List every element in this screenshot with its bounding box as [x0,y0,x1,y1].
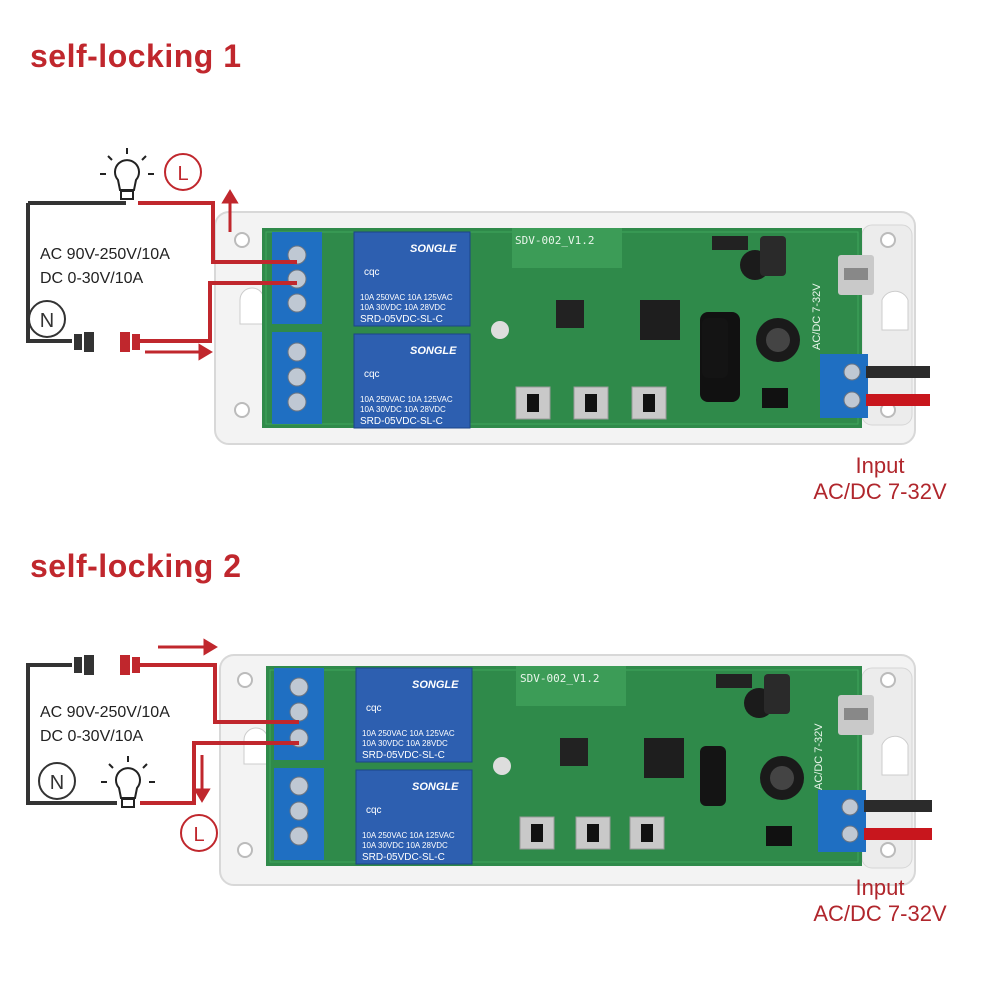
board-power-marking: AC/DC 7-32V [813,723,825,790]
relay-cert: cqc [366,805,382,816]
relay-spec-1: 10A 250VAC 10A 125VAC [360,293,453,302]
relay-cert: cqc [364,369,380,380]
load-wiring [26,663,299,805]
light-bulb-icon [100,148,154,200]
live-label: L [177,163,188,185]
relay-terminal-2 [274,768,324,860]
ratings-dc: DC 0-30V/10A [40,270,144,287]
neutral-label: N [40,310,54,332]
relay-cert: cqc [366,703,382,714]
relay-2: SONGLE cqc 10A 250VAC 10A 125VAC 10A 30V… [355,769,473,865]
section-title: self-locking 1 [30,38,242,74]
section-title: self-locking 2 [30,548,242,584]
input-label-line2: AC/DC 7-32V [813,479,947,504]
ratings-ac: AC 90V-250V/10A [40,704,170,721]
dc-connector-neutral [74,655,94,675]
relay-terminal-1 [272,232,322,324]
relay-cert: cqc [364,267,380,278]
power-input-wires [864,800,932,840]
wiring-diagram: SDV-002_V1.2 AC/DC 7-32V [26,148,930,445]
neutral-symbol-icon: N [28,300,66,338]
input-label-line1: Input [855,453,905,478]
light-bulb-icon [101,756,155,808]
dc-connector-live [120,332,140,352]
relay-spec-2: 10A 30VDC 10A 28VDC [362,739,448,748]
input-label-line1: Input [855,875,905,900]
section-self-locking-1: self-locking 1 [26,38,947,504]
relay-spec-2: 10A 30VDC 10A 28VDC [360,405,446,414]
tactile-buttons [519,816,665,850]
board-power-marking: AC/DC 7-32V [811,283,823,350]
relay-terminal-1 [274,668,324,760]
load-wiring [26,201,297,343]
live-symbol-icon: L [164,153,202,191]
load-ratings: AC 90V-250V/10A DC 0-30V/10A [40,243,170,291]
relay-spec-1: 10A 250VAC 10A 125VAC [360,395,453,404]
power-terminal [820,354,868,418]
relay-spec-1: 10A 250VAC 10A 125VAC [362,729,455,738]
ratings-ac: AC 90V-250V/10A [40,246,170,263]
input-label: Input AC/DC 7-32V [790,453,970,505]
relay-spec-2: 10A 30VDC 10A 28VDC [360,303,446,312]
neutral-label: N [50,772,64,794]
dc-connector-live [120,655,140,675]
relay-spec-1: 10A 250VAC 10A 125VAC [362,831,455,840]
relay-brand: SONGLE [412,679,459,691]
relay-brand: SONGLE [410,345,457,357]
board-model-label: SDV-002_V1.2 [520,672,599,685]
power-terminal [818,790,866,852]
live-label: L [193,824,204,846]
relay-model: SRD-05VDC-SL-C [360,314,443,325]
neutral-symbol-icon: N [38,762,76,800]
relay-spec-2: 10A 30VDC 10A 28VDC [362,841,448,850]
relay-1: SONGLE cqc 10A 250VAC 10A 125VAC 10A 30V… [353,231,471,327]
wiring-diagram: SDV-002_V1.2 AC/DC 7-32V SONGLE [26,638,932,886]
section-self-locking-2: self-locking 2 SDV-00 [0,500,1000,1000]
relay-2: SONGLE cqc 10A 250VAC 10A 125VAC 10A 30V… [353,333,471,429]
input-label-line2: AC/DC 7-32V [813,901,947,926]
relay-model: SRD-05VDC-SL-C [362,852,445,863]
power-input-wires [866,366,930,406]
antenna-coil [700,746,726,806]
relay-brand: SONGLE [412,781,459,793]
load-ratings: AC 90V-250V/10A DC 0-30V/10A [40,701,170,749]
input-label: Input AC/DC 7-32V [785,875,975,927]
arrows [158,638,218,803]
arrows [145,189,239,361]
tactile-buttons [515,386,667,420]
ratings-dc: DC 0-30V/10A [40,728,144,745]
antenna-coil [702,318,728,378]
dc-connector-neutral [74,332,94,352]
relay-brand: SONGLE [410,243,457,255]
board-model-label: SDV-002_V1.2 [515,234,594,247]
relay-1: SONGLE cqc 10A 250VAC 10A 125VAC 10A 30V… [355,667,473,763]
live-symbol-icon: L [180,814,218,852]
relay-model: SRD-05VDC-SL-C [362,750,445,761]
relay-terminal-2 [272,332,322,424]
relay-model: SRD-05VDC-SL-C [360,416,443,427]
